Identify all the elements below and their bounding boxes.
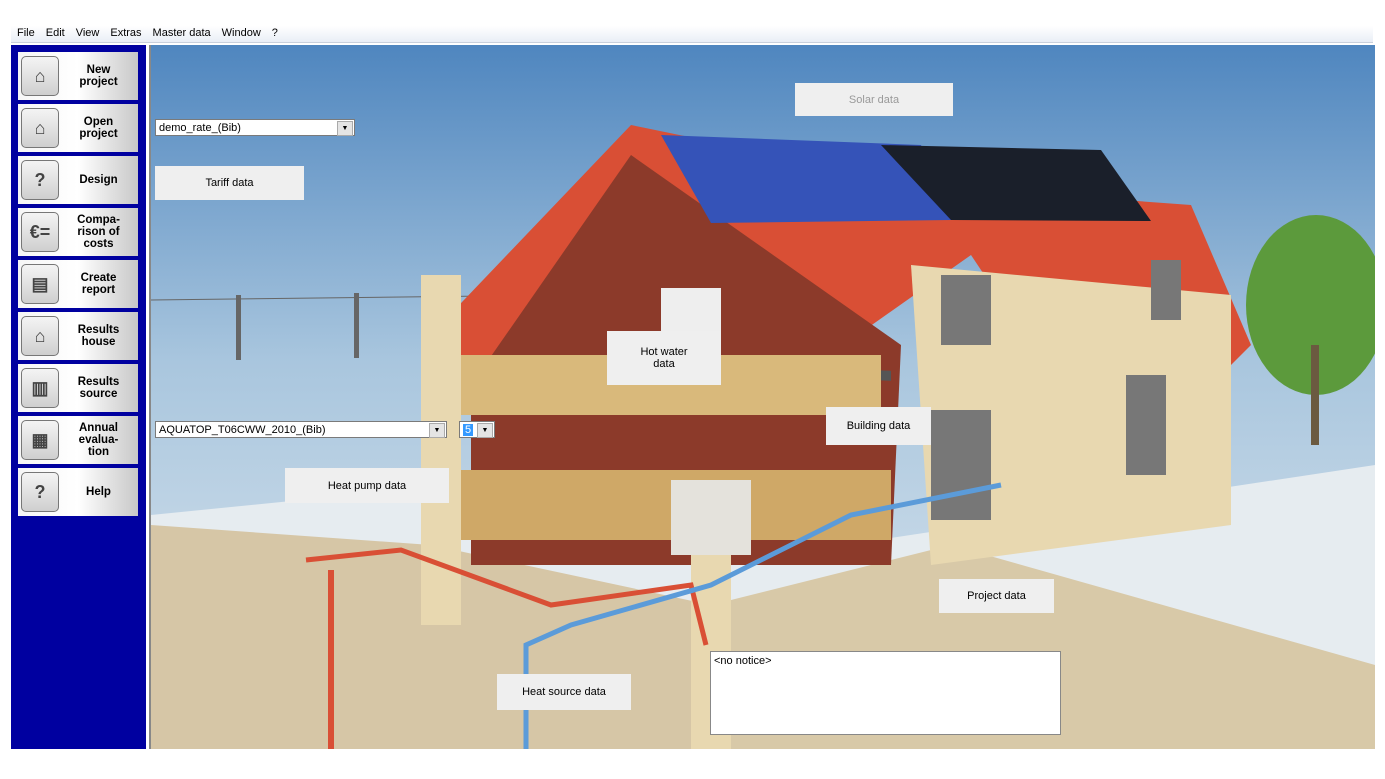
nav-button-3[interactable]: €= Compa- rison of costs xyxy=(18,208,138,256)
nav-button-8[interactable]: ? Help xyxy=(18,468,138,516)
nav-button-1[interactable]: ⌂ Open project xyxy=(18,104,138,152)
tariff-select-value: demo_rate_(Bib) xyxy=(159,122,241,134)
building-data-button[interactable]: Building data xyxy=(826,407,931,445)
nav-button-label: Results source xyxy=(77,376,120,400)
menu-help[interactable]: ? xyxy=(271,27,278,39)
euro-icon: €= xyxy=(21,212,59,252)
nav-button-6[interactable]: ▥ Results source xyxy=(18,364,138,412)
chevron-down-icon[interactable]: ▼ xyxy=(429,423,445,438)
nav-button-label: Design xyxy=(79,174,118,186)
nav-button-label: Compa- rison of costs xyxy=(77,214,120,250)
report-icon: ▤ xyxy=(21,264,59,304)
nav-button-7[interactable]: ▦ Annual evalua- tion xyxy=(18,416,138,464)
nav-button-label: Open project xyxy=(79,116,118,140)
house-illustration xyxy=(151,45,1375,749)
help-icon: ? xyxy=(21,472,59,512)
nav-button-label: Help xyxy=(86,486,111,498)
nav-button-2[interactable]: ? Design xyxy=(18,156,138,204)
design-icon: ? xyxy=(21,160,59,200)
heat-pump-data-button[interactable]: Heat pump data xyxy=(285,468,449,503)
nav-button-4[interactable]: ▤ Create report xyxy=(18,260,138,308)
sidebar: ⌂ New project ⌂ Open project? Design €= Compa-… xyxy=(11,45,146,749)
menu-file[interactable]: File xyxy=(17,27,35,39)
menu-edit[interactable]: Edit xyxy=(45,27,65,39)
menu-window[interactable]: Window xyxy=(221,27,261,39)
count-select-value: 5 xyxy=(463,424,474,436)
hot-water-data-button[interactable]: Hot water data xyxy=(607,331,721,385)
nav-button-label: New project xyxy=(79,64,118,88)
chevron-down-icon[interactable]: ▼ xyxy=(337,121,353,136)
nav-button-label: Annual evalua- tion xyxy=(78,422,119,458)
nav-button-label: Results house xyxy=(77,324,120,348)
results-house-icon: ⌂ xyxy=(21,316,59,356)
tariff-select[interactable]: demo_rate_(Bib) ▼ xyxy=(155,119,355,136)
nav-button-0[interactable]: ⌂ New project xyxy=(18,52,138,100)
chevron-down-icon[interactable]: ▼ xyxy=(477,423,493,438)
menu-extras[interactable]: Extras xyxy=(110,27,142,39)
results-source-icon: ▥ xyxy=(21,368,59,408)
tariff-data-button[interactable]: Tariff data xyxy=(155,166,304,200)
project-data-button[interactable]: Project data xyxy=(939,579,1054,613)
menu-master-data[interactable]: Master data xyxy=(152,27,211,39)
heat-pump-select-value: AQUATOP_T06CWW_2010_(Bib) xyxy=(159,424,326,436)
nav-button-5[interactable]: ⌂ Results house xyxy=(18,312,138,360)
notice-textarea[interactable]: <no notice> xyxy=(710,651,1061,735)
open-project-icon: ⌂ xyxy=(21,108,59,148)
heat-source-data-button[interactable]: Heat source data xyxy=(497,674,631,710)
count-select[interactable]: 5▼ xyxy=(459,421,495,438)
nav-button-label: Create report xyxy=(80,272,117,296)
heat-pump-select[interactable]: AQUATOP_T06CWW_2010_(Bib) ▼ xyxy=(155,421,447,438)
new-project-icon: ⌂ xyxy=(21,56,59,96)
house-overview xyxy=(149,45,1375,749)
menu-view[interactable]: View xyxy=(75,27,100,39)
annual-evaluation-icon: ▦ xyxy=(21,420,59,460)
solar-data-button[interactable]: Solar data xyxy=(795,83,953,116)
menu-bar: File Edit View Extras Master data Window? xyxy=(11,26,1373,43)
